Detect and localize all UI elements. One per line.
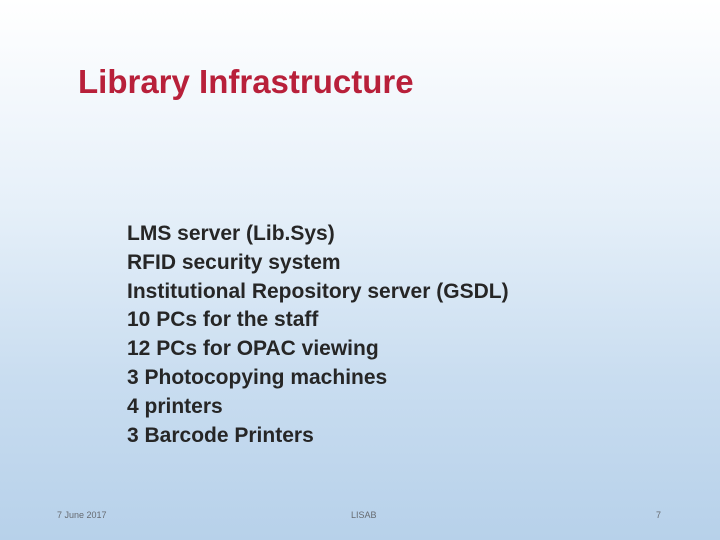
bullet-item-lms-server: LMS server (Lib.Sys) [127, 222, 335, 245]
bullet-item-staff-pcs: 10 PCs for the staff [127, 308, 319, 332]
bullet-item-repository-server: Institutional Repository server (GSDL) [127, 279, 509, 303]
bullet-item-photocopiers: 3 Photocopying machines [127, 365, 388, 389]
footer-center-text: LISAB [351, 510, 377, 520]
footer-page-number: 7 [656, 510, 662, 520]
bullet-item-rfid-system: RFID security system [127, 250, 341, 274]
bullet-item-printers: 4 printers [127, 394, 223, 418]
slide-title: Library Infrastructure [78, 63, 414, 100]
bullet-item-opac-pcs: 12 PCs for OPAC viewing [127, 337, 379, 361]
bullet-list: LMS server (Lib.Sys) RFID security syste… [127, 220, 509, 450]
footer-date: 7 June 2017 [57, 510, 107, 520]
bullet-item-barcode-printers: 3 Barcode Printers [127, 423, 314, 447]
